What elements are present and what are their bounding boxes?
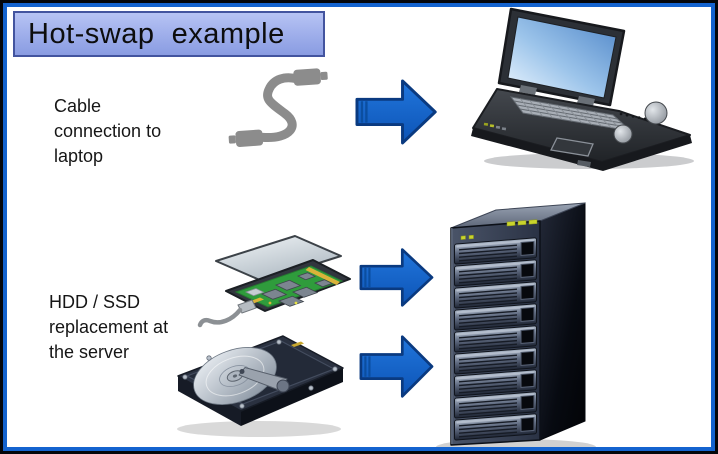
server-side	[539, 202, 586, 441]
arrow-right-icon-1	[355, 79, 437, 145]
usb-cable-icon	[228, 68, 328, 147]
laptop-screen	[497, 7, 626, 107]
laptop-touchpad	[550, 137, 594, 157]
arrow-right-icon-2	[359, 248, 434, 307]
laptop-hinge	[644, 101, 668, 125]
laptop-keyboard	[509, 96, 633, 132]
ssd-cover	[215, 235, 342, 282]
illustration-canvas	[177, 7, 694, 451]
hdd-icon	[177, 335, 344, 437]
title-bar: Hot-swap example	[13, 11, 325, 57]
label-cable-connection: Cable connection to laptop	[54, 96, 162, 166]
ssd-pcb	[234, 265, 344, 308]
server-drive-bays	[453, 236, 538, 441]
laptop-base	[471, 88, 692, 171]
laptop-icon	[471, 7, 694, 171]
label-hdd-ssd-replacement: HDD / SSD replacement at the server	[49, 292, 169, 362]
laptop-status-leds	[483, 122, 507, 131]
cable-connector-bottom	[228, 129, 264, 147]
slide-title: Hot-swap example	[28, 17, 285, 50]
cable-connector-top	[293, 68, 328, 86]
server-rack-icon	[436, 202, 596, 451]
hdd-actuator-arm	[238, 367, 290, 393]
hdd-screws	[182, 339, 338, 409]
ssd-cable	[197, 299, 257, 328]
server-leds	[460, 219, 538, 240]
arrow-right-icon-3	[359, 335, 434, 398]
ssd-icon	[197, 235, 351, 328]
